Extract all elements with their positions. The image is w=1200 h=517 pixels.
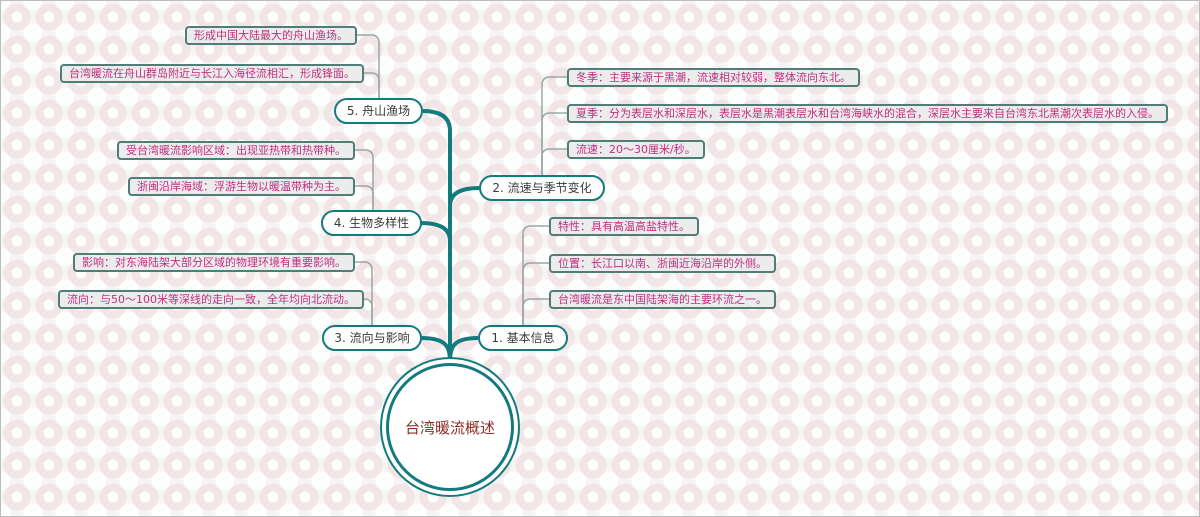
leaf-connector-b4-1: [346, 149, 374, 211]
leaf-connector-b3-1: [346, 261, 373, 325]
root-topic-label: 台湾暖流概述: [404, 419, 495, 437]
leaf-b1-characteristics[interactable]: 特性：具有高温高盐特性。: [549, 217, 699, 236]
leaf-connector-b2-2: [541, 112, 567, 175]
leaf-b2-summer[interactable]: 夏季：分为表层水和深层水，表层水是黑潮表层水和台湾海峡水的混合，深层水主要来自台…: [567, 104, 1168, 123]
leaf-connector-b2-1: [541, 76, 567, 175]
leaf-connector-b3-2: [346, 298, 373, 325]
branch-zhoushan-fishery[interactable]: 5. 舟山渔场: [334, 98, 423, 124]
leaf-connector-b5-2: [352, 72, 380, 98]
leaf-connector-b4-2: [346, 185, 374, 211]
trunk-b5: [422, 109, 452, 363]
root-topic-node[interactable]: 台湾暖流概述: [386, 363, 514, 491]
leaf-connector-b1-2: [522, 262, 549, 325]
branch-direction-impact[interactable]: 3. 流向与影响: [322, 325, 422, 351]
leaf-b2-winter[interactable]: 冬季：主要来源于黑潮，流速相对较弱，整体流向东北。: [567, 68, 860, 87]
leaf-b4-coastal[interactable]: 浙闽沿岸海域：浮游生物以暖温带种为主。: [128, 177, 355, 196]
branch-basic-info[interactable]: 1. 基本信息: [478, 325, 568, 351]
leaf-b5-front[interactable]: 台湾暖流在舟山群岛附近与长江入海径流相汇，形成锋面。: [60, 64, 364, 83]
trunk-b3: [420, 336, 452, 364]
leaf-connector-b5-1: [352, 34, 380, 98]
leaf-b2-speed[interactable]: 流速：20～30厘米/秒。: [567, 140, 705, 159]
leaf-connector-b2-3: [541, 148, 567, 175]
leaf-b1-location[interactable]: 位置：长江口以南、浙闽近海沿岸的外侧。: [549, 254, 776, 273]
leaf-b5-fishery[interactable]: 形成中国大陆最大的舟山渔场。: [185, 26, 357, 45]
leaf-b4-subtropical[interactable]: 受台湾暖流影响区域：出现亚热带和热带种。: [117, 141, 355, 160]
branch-speed-season[interactable]: 2. 流速与季节变化: [479, 175, 605, 201]
leaf-b3-impact[interactable]: 影响：对东海陆架大部分区域的物理环境有重要影响。: [73, 253, 355, 272]
leaf-b1-circulation[interactable]: 台湾暖流是东中国陆架海的主要环流之一。: [549, 290, 776, 309]
trunk-b1: [448, 336, 479, 364]
branch-biodiversity[interactable]: 4. 生物多样性: [321, 210, 422, 236]
trunk-b4: [420, 221, 452, 363]
leaf-connector-b1-1: [522, 225, 549, 325]
leaf-connector-b1-3: [522, 298, 549, 325]
leaf-b3-direction[interactable]: 流向：与50～100米等深线的走向一致，全年均向北流动。: [58, 290, 364, 309]
